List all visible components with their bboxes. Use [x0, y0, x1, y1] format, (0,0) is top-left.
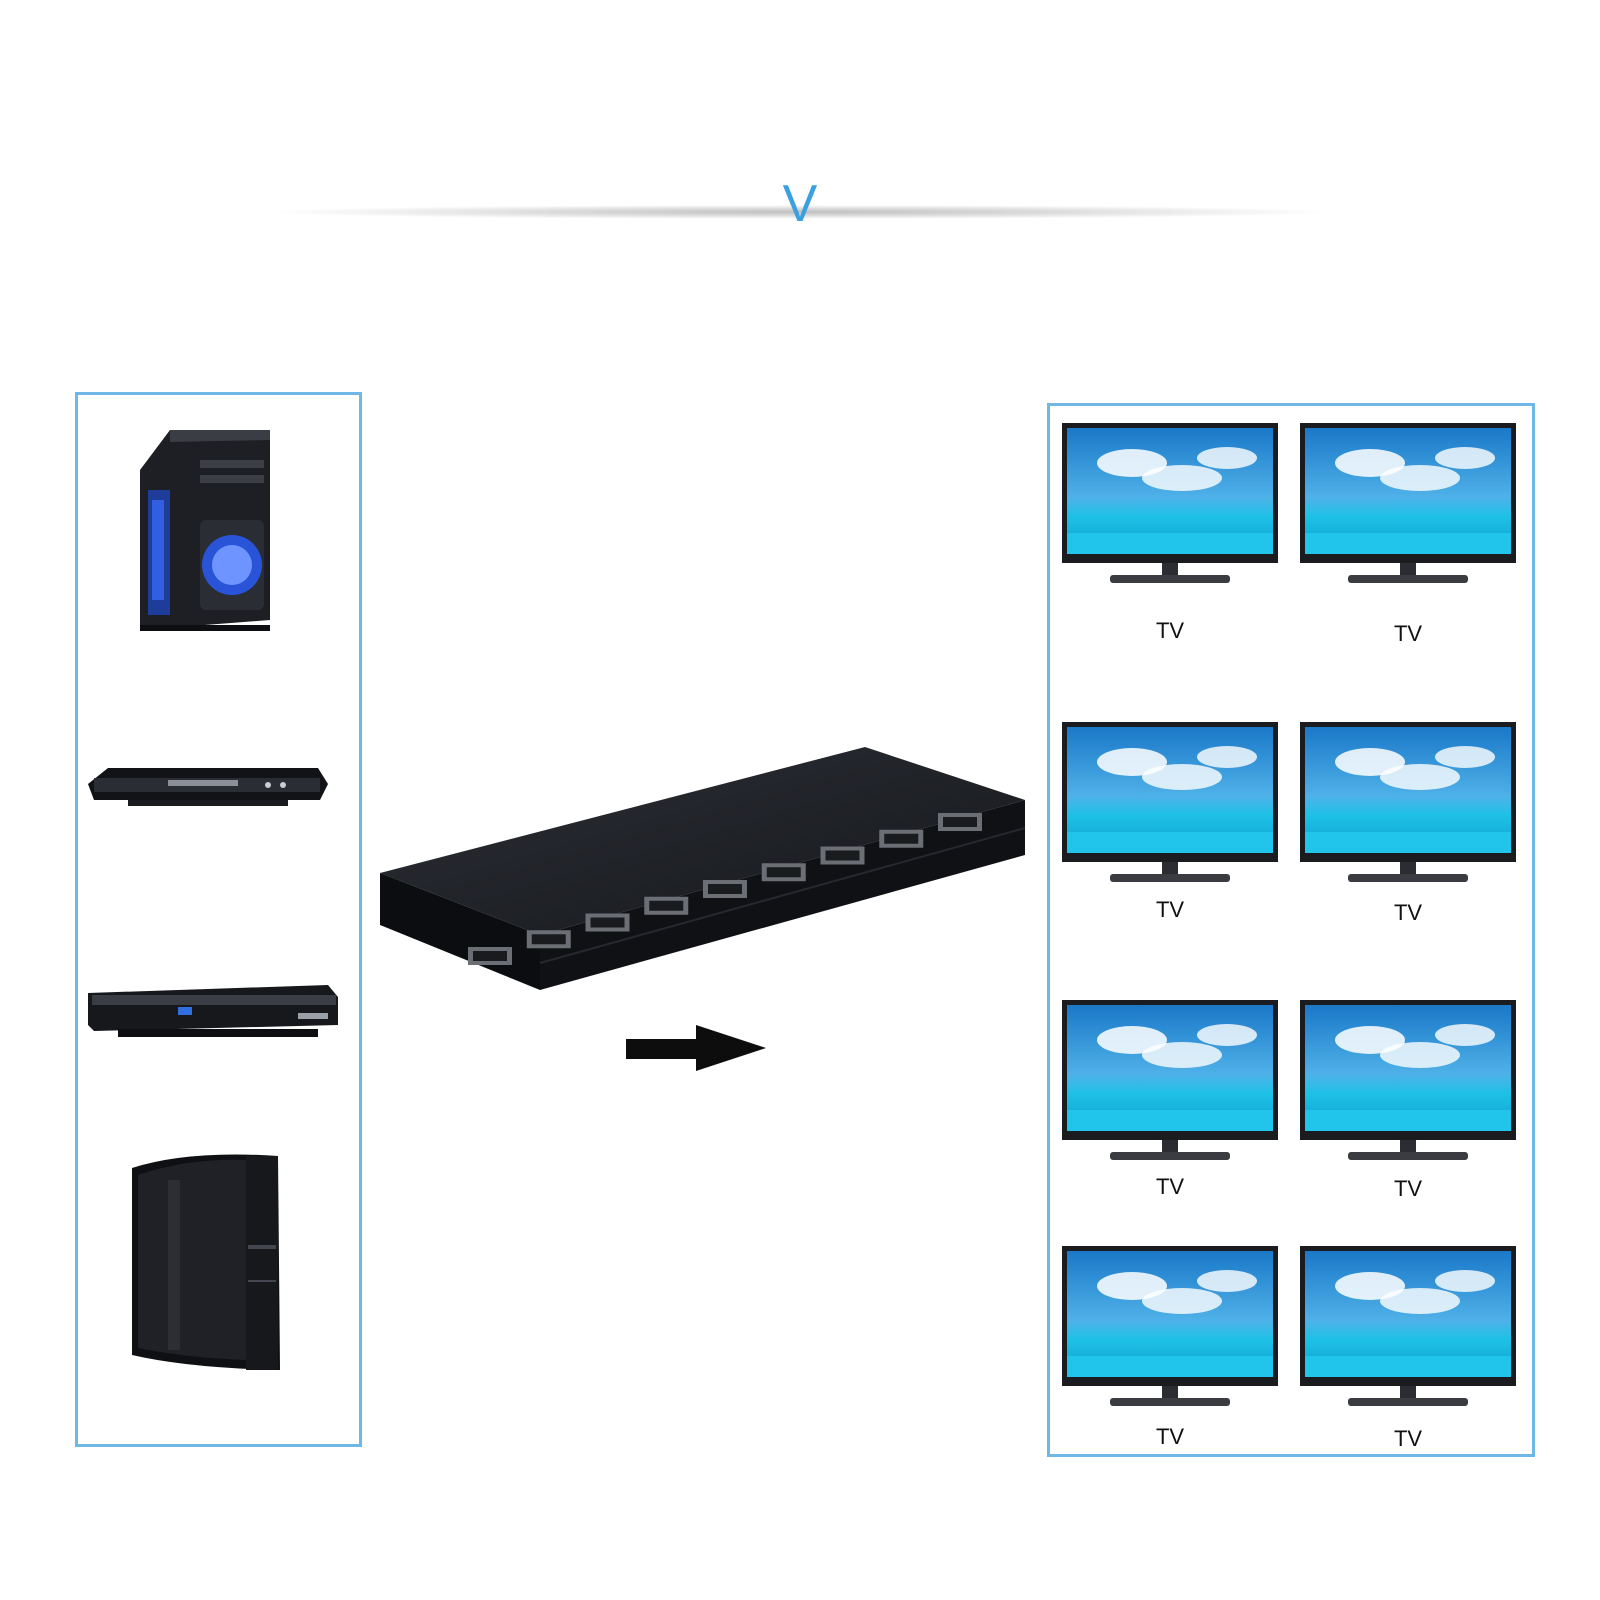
tv-icon [1300, 722, 1516, 882]
hdmi-port-icon [585, 913, 630, 932]
tv-icon [1062, 423, 1278, 583]
dvd-player-icon [88, 768, 328, 806]
tv-label: TV [1155, 1424, 1185, 1449]
tv-display [1062, 1000, 1282, 1175]
tv-label: TV [1393, 900, 1423, 925]
set-top-box-icon [88, 985, 338, 1037]
hdmi-port-icon [703, 880, 747, 898]
tv-display [1300, 423, 1520, 598]
tv-icon [1062, 1246, 1278, 1406]
tv-label: TV [1155, 897, 1185, 922]
tv-display [1300, 722, 1520, 897]
tv-display [1062, 722, 1282, 897]
tv-display [1062, 1246, 1282, 1421]
hdmi-port-icon [468, 947, 512, 965]
tv-icon [1300, 1000, 1516, 1160]
hdmi-port-icon [879, 829, 924, 848]
hdmi-port-icon [761, 863, 806, 882]
right-arrow-icon [626, 1025, 766, 1071]
tv-display [1300, 1246, 1520, 1421]
tv-icon [1300, 423, 1516, 583]
hdmi-port-icon [820, 846, 865, 865]
tv-label: TV [1393, 1426, 1423, 1451]
game-console-icon [132, 1154, 280, 1370]
tv-label: TV [1393, 621, 1423, 646]
output-displays-panel [1047, 403, 1535, 1457]
tv-icon [1062, 722, 1278, 882]
tv-label: TV [1393, 1176, 1423, 1201]
header-divider [280, 205, 1320, 219]
tv-icon [1300, 1246, 1516, 1406]
hdmi-port-icon [644, 896, 689, 915]
tv-label: TV [1155, 618, 1185, 643]
tv-display [1300, 1000, 1520, 1175]
header-mark: V [782, 175, 818, 233]
hdmi-port-icon [526, 930, 571, 949]
tv-label: TV [1155, 1174, 1185, 1199]
hdmi-splitter-icon [380, 747, 1026, 990]
tv-icon [1062, 1000, 1278, 1160]
tv-display [1062, 423, 1282, 598]
hdmi-port-icon [938, 813, 982, 831]
pc-tower-icon [140, 430, 270, 631]
source-devices-panel [75, 392, 362, 1447]
